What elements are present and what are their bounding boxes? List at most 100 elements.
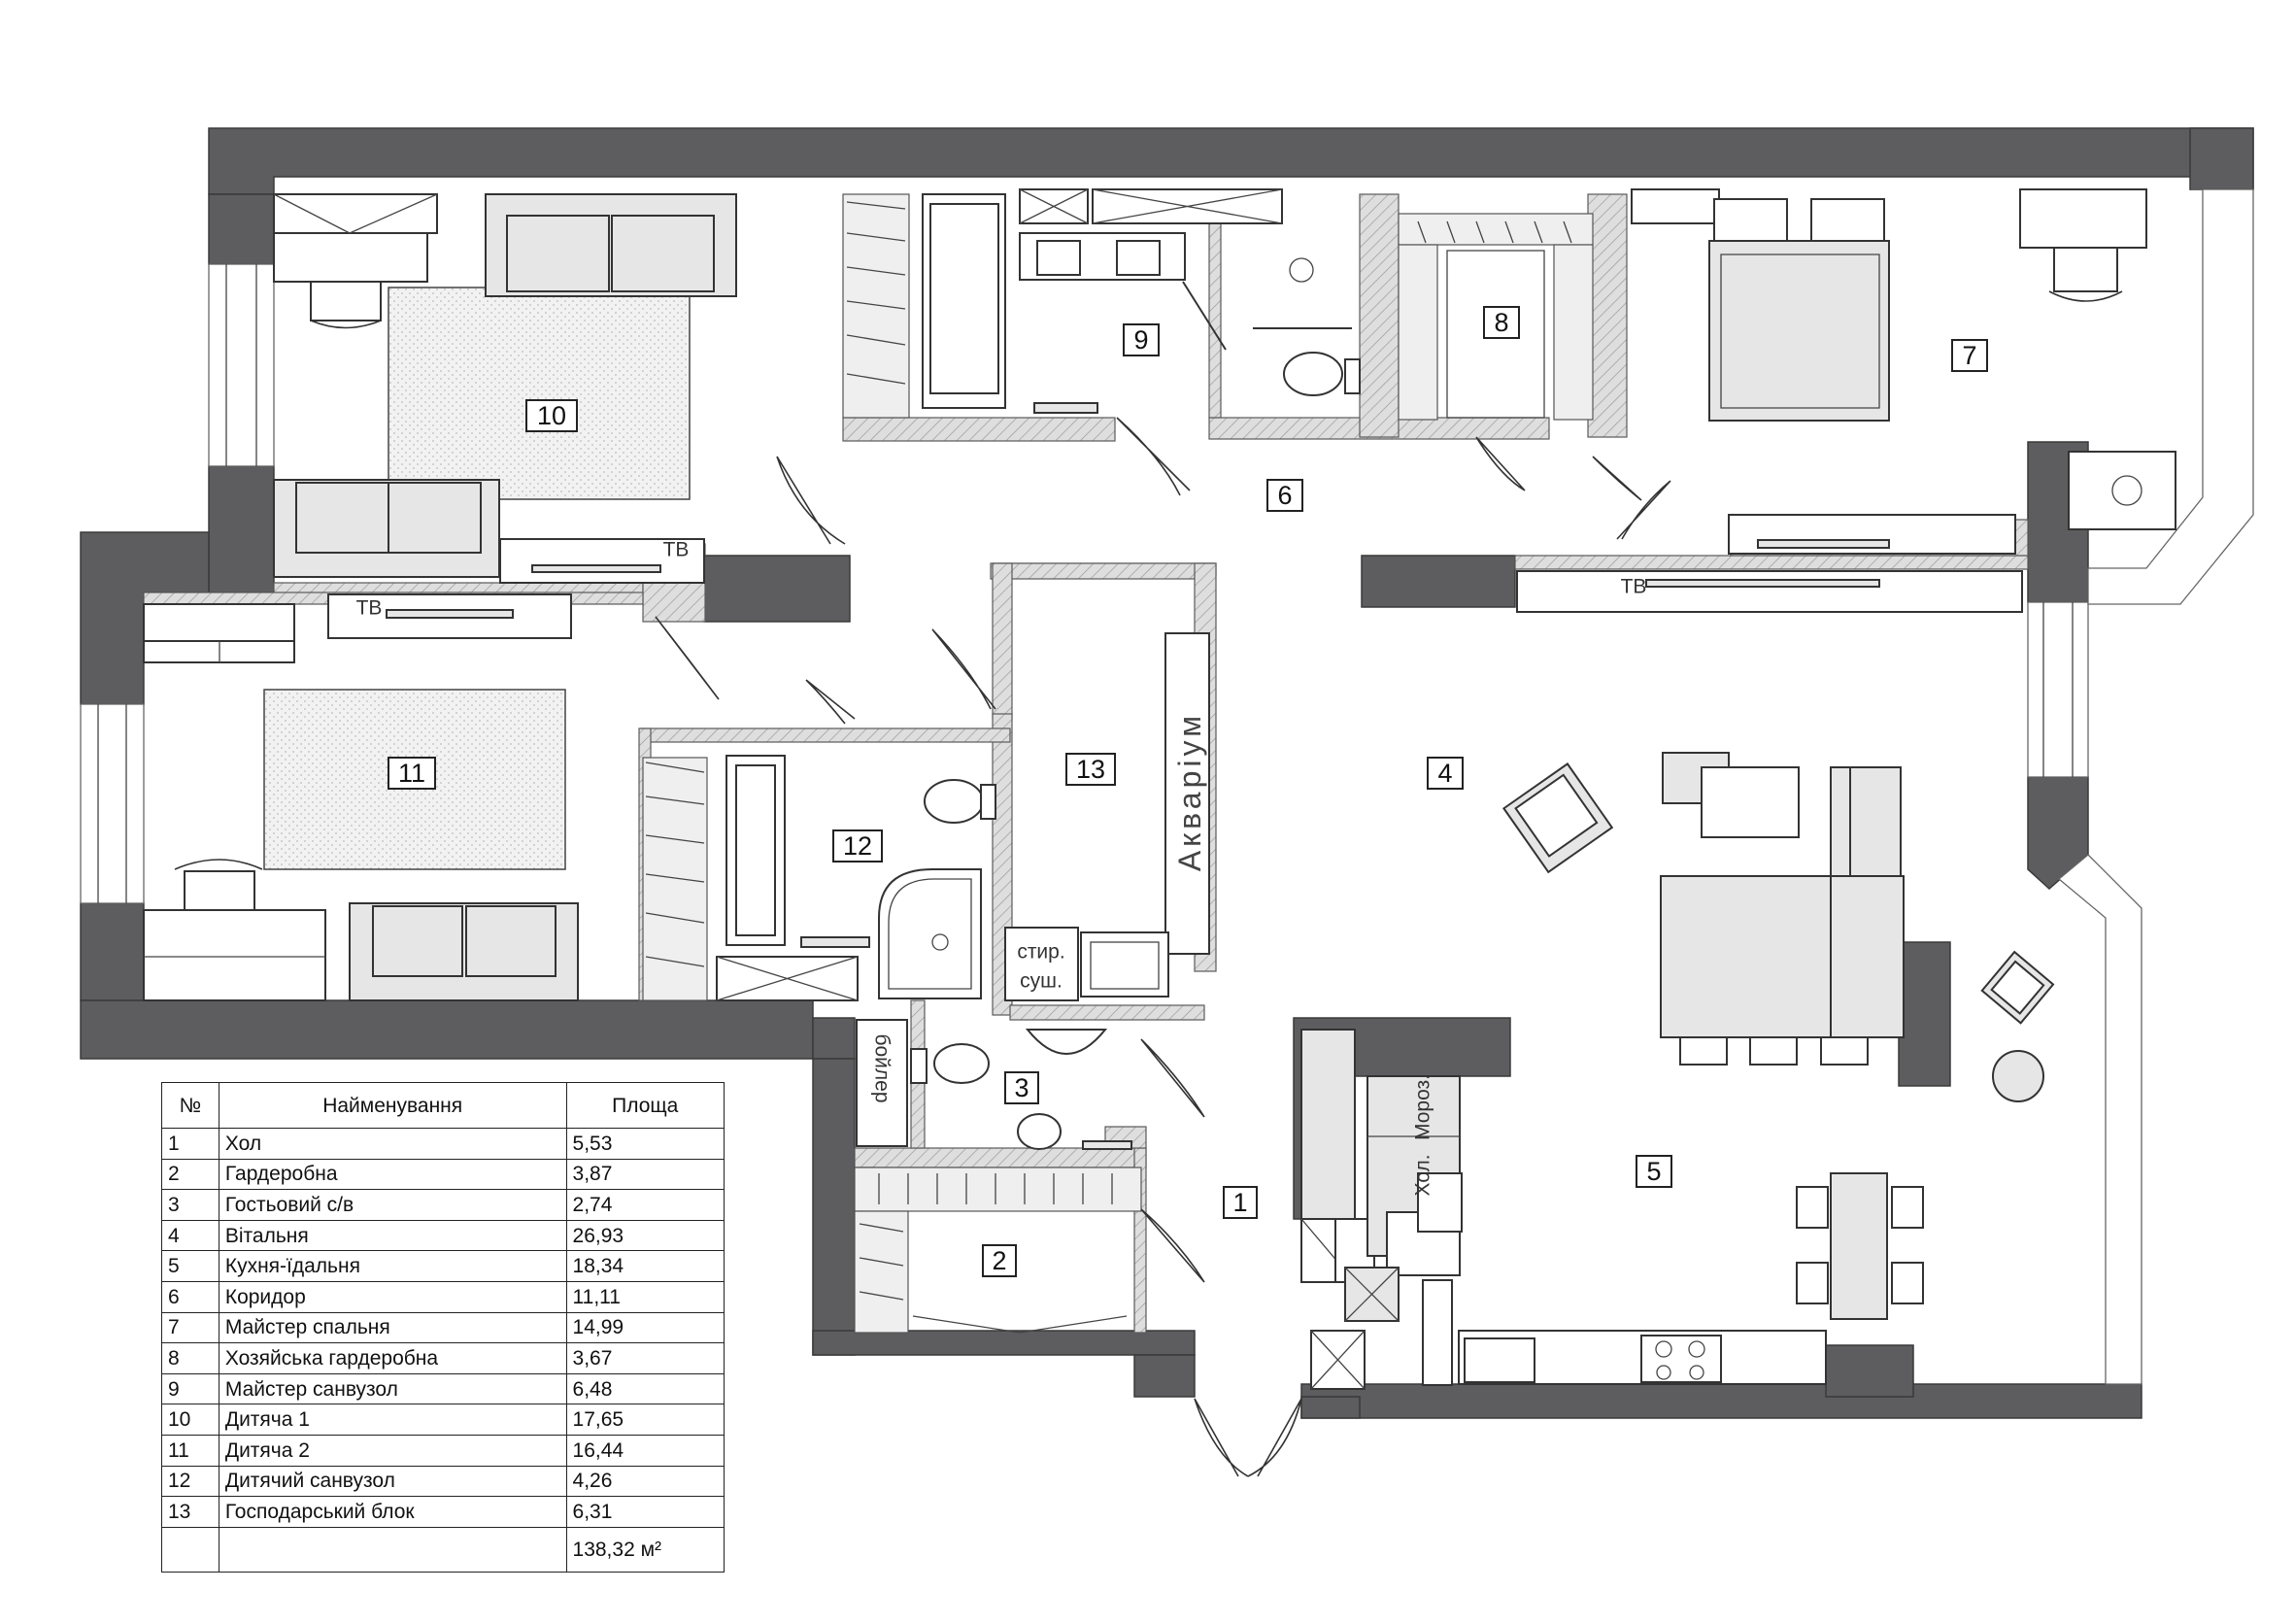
room-label-10: 10	[525, 399, 578, 432]
entry-bottom-wall2	[1133, 1354, 1196, 1398]
row-number: 10	[161, 1404, 219, 1436]
svg-text:12: 12	[843, 831, 872, 861]
row-area: 16,44	[565, 1434, 725, 1467]
row-area: 11,11	[565, 1280, 725, 1313]
bottom-wall-left	[80, 999, 814, 1060]
svg-text:бойлер: бойлер	[871, 1033, 894, 1102]
row-number: 6	[161, 1280, 219, 1313]
left-wall-upper	[208, 193, 275, 265]
svg-text:Хол.: Хол.	[1412, 1154, 1434, 1196]
svg-text:1: 1	[1232, 1188, 1247, 1217]
room-3-fixtures	[856, 1019, 1132, 1150]
svg-text:11: 11	[398, 759, 425, 788]
row-name: Майстер спальня	[218, 1311, 567, 1344]
svg-text:8: 8	[1494, 308, 1508, 337]
row-name: Хол	[218, 1128, 567, 1160]
header-number: №	[161, 1082, 219, 1129]
room-label-13: 13	[1065, 753, 1116, 786]
svg-text:5: 5	[1646, 1157, 1661, 1186]
row-number: 1	[161, 1128, 219, 1160]
room-13-fixtures	[1004, 632, 1210, 1001]
right-top-corner	[2189, 127, 2254, 190]
room-label-6: 6	[1266, 479, 1303, 512]
tv-label-nursery-2: ТВ	[356, 597, 383, 620]
windows	[80, 188, 2254, 1385]
kitchen-bottom-wall2	[1300, 1396, 1361, 1419]
svg-text:суш.: суш.	[1020, 970, 1063, 993]
row-name: Господарський блок	[218, 1496, 567, 1528]
svg-text:7: 7	[1962, 341, 1976, 370]
living-pillar	[1361, 555, 1516, 608]
row-name: Кухня-їдальня	[218, 1250, 567, 1282]
row-name: Гостьовий с/в	[218, 1189, 567, 1221]
row-area: 3,87	[565, 1158, 725, 1191]
svg-text:10: 10	[537, 401, 566, 430]
room-label-3: 3	[1004, 1071, 1039, 1104]
svg-text:ТВ: ТВ	[1621, 576, 1647, 598]
svg-text:ТВ: ТВ	[356, 597, 383, 620]
row-area: 14,99	[565, 1311, 725, 1344]
room-label-5: 5	[1636, 1155, 1672, 1188]
room-11-furniture	[143, 593, 579, 1001]
left-wing-lower	[80, 902, 145, 1001]
row-number: 2	[161, 1158, 219, 1191]
row-area: 17,65	[565, 1404, 725, 1436]
kitchen-small-block	[1825, 1344, 1914, 1398]
room-label-8: 8	[1483, 306, 1520, 339]
svg-text:2: 2	[992, 1246, 1006, 1275]
top-wall	[208, 127, 2254, 195]
svg-text:3: 3	[1014, 1073, 1029, 1102]
room-label-7: 7	[1951, 339, 1988, 372]
total-name-cell	[218, 1526, 567, 1573]
room-label-9: 9	[1123, 323, 1160, 356]
svg-text:стир.: стир.	[1017, 941, 1064, 964]
header-name: Найменування	[218, 1082, 567, 1129]
row-number: 4	[161, 1219, 219, 1252]
total-area: 138,32 м²	[565, 1526, 725, 1573]
row-number: 9	[161, 1372, 219, 1405]
svg-text:Мороз.: Мороз.	[1412, 1074, 1434, 1140]
row-number: 3	[161, 1189, 219, 1221]
row-name: Гардеробна	[218, 1158, 567, 1191]
left-wall-mid	[208, 465, 275, 593]
room-label-12: 12	[832, 829, 883, 863]
svg-text:13: 13	[1076, 755, 1105, 784]
row-number: 5	[161, 1250, 219, 1282]
row-area: 18,34	[565, 1250, 725, 1282]
room-9-fixtures	[842, 188, 1361, 419]
entry-bottom-wall	[812, 1330, 1196, 1356]
room-label-11: 11	[388, 757, 436, 790]
tv-label-living: ТВ	[1621, 576, 1647, 598]
aquarium-label: Акваріум	[1172, 712, 1207, 871]
utility-left-wall	[812, 1058, 856, 1356]
svg-text:4: 4	[1437, 759, 1452, 788]
dryer-label: суш.	[1020, 970, 1063, 993]
row-area: 5,53	[565, 1128, 725, 1160]
room-8-fixtures	[1398, 213, 1594, 421]
row-area: 6,31	[565, 1496, 725, 1528]
room-label-4: 4	[1427, 757, 1464, 790]
room-7-furniture	[1631, 188, 2176, 555]
row-name: Коридор	[218, 1280, 567, 1313]
row-name: Хозяйська гардеробна	[218, 1342, 567, 1374]
svg-text:ТВ: ТВ	[663, 539, 690, 561]
svg-text:Акваріум: Акваріум	[1172, 712, 1207, 871]
tv-label-nursery-1: ТВ	[663, 539, 690, 561]
row-name: Вітальня	[218, 1219, 567, 1252]
row-number: 13	[161, 1496, 219, 1528]
kitchen-furniture	[1300, 1029, 1924, 1390]
doors	[655, 417, 1671, 1477]
table-total-row: 138,32 м²	[161, 1526, 725, 1573]
